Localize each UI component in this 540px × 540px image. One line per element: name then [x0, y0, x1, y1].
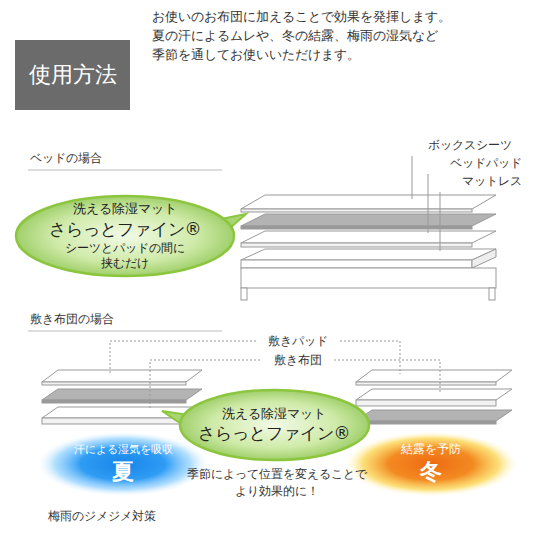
glow-ellipse: [346, 432, 516, 496]
part-name: 敷きパッド: [265, 333, 331, 350]
part-name: ベッドパッド: [372, 155, 522, 172]
section-heading: ベッドの場合: [30, 150, 180, 167]
node-text: 夏: [112, 458, 134, 486]
intro-note: お使いのお布団に加えることで効果を発揮します。 夏の汗によるムレや、冬の結露、梅…: [152, 8, 522, 65]
glow-ellipse: [38, 432, 208, 496]
season-glow: 結露を予防冬: [346, 432, 516, 496]
note: 季節によって位置を変えることで より効果的に！: [162, 466, 392, 501]
futon-winter: [356, 370, 512, 424]
heading-box: 使用方法: [15, 40, 130, 110]
node-text: シーツとパッドの間に 挟むだけ: [50, 241, 200, 271]
node-title: 洗える除湿マット: [222, 406, 326, 422]
section-heading: 敷き布団の場合: [30, 311, 180, 328]
node-text: さらっとファイン®: [198, 423, 351, 444]
leader-line: [412, 156, 440, 251]
bubble-ellipse: [16, 196, 234, 276]
section-rule: [28, 170, 222, 171]
node-title: 結露を予防: [401, 442, 461, 457]
part-name: ボックスシーツ: [372, 137, 512, 154]
note: 梅雨のジメジメ対策: [48, 508, 248, 525]
part-name: マットレス: [372, 173, 522, 190]
node-title: 汗による湿気を吸収: [74, 443, 173, 457]
node-title: 洗える除湿マット: [73, 201, 177, 217]
bed-illustration: [241, 195, 496, 300]
node-text: 冬: [420, 458, 442, 486]
part-name: 敷き布団: [271, 352, 325, 369]
season-glow: 汗による湿気を吸収夏: [38, 432, 208, 496]
section-rule: [28, 331, 222, 332]
node-title: 使用方法: [29, 61, 117, 89]
node-text: さらっとファイン®: [49, 219, 202, 240]
callout-bubble: 洗える除湿マットさらっとファイン®: [178, 388, 371, 462]
bubble-ellipse: [180, 390, 369, 460]
callout-bubble: 洗える除湿マットさらっとファイン®シーツとパッドの間に 挟むだけ: [14, 194, 236, 278]
